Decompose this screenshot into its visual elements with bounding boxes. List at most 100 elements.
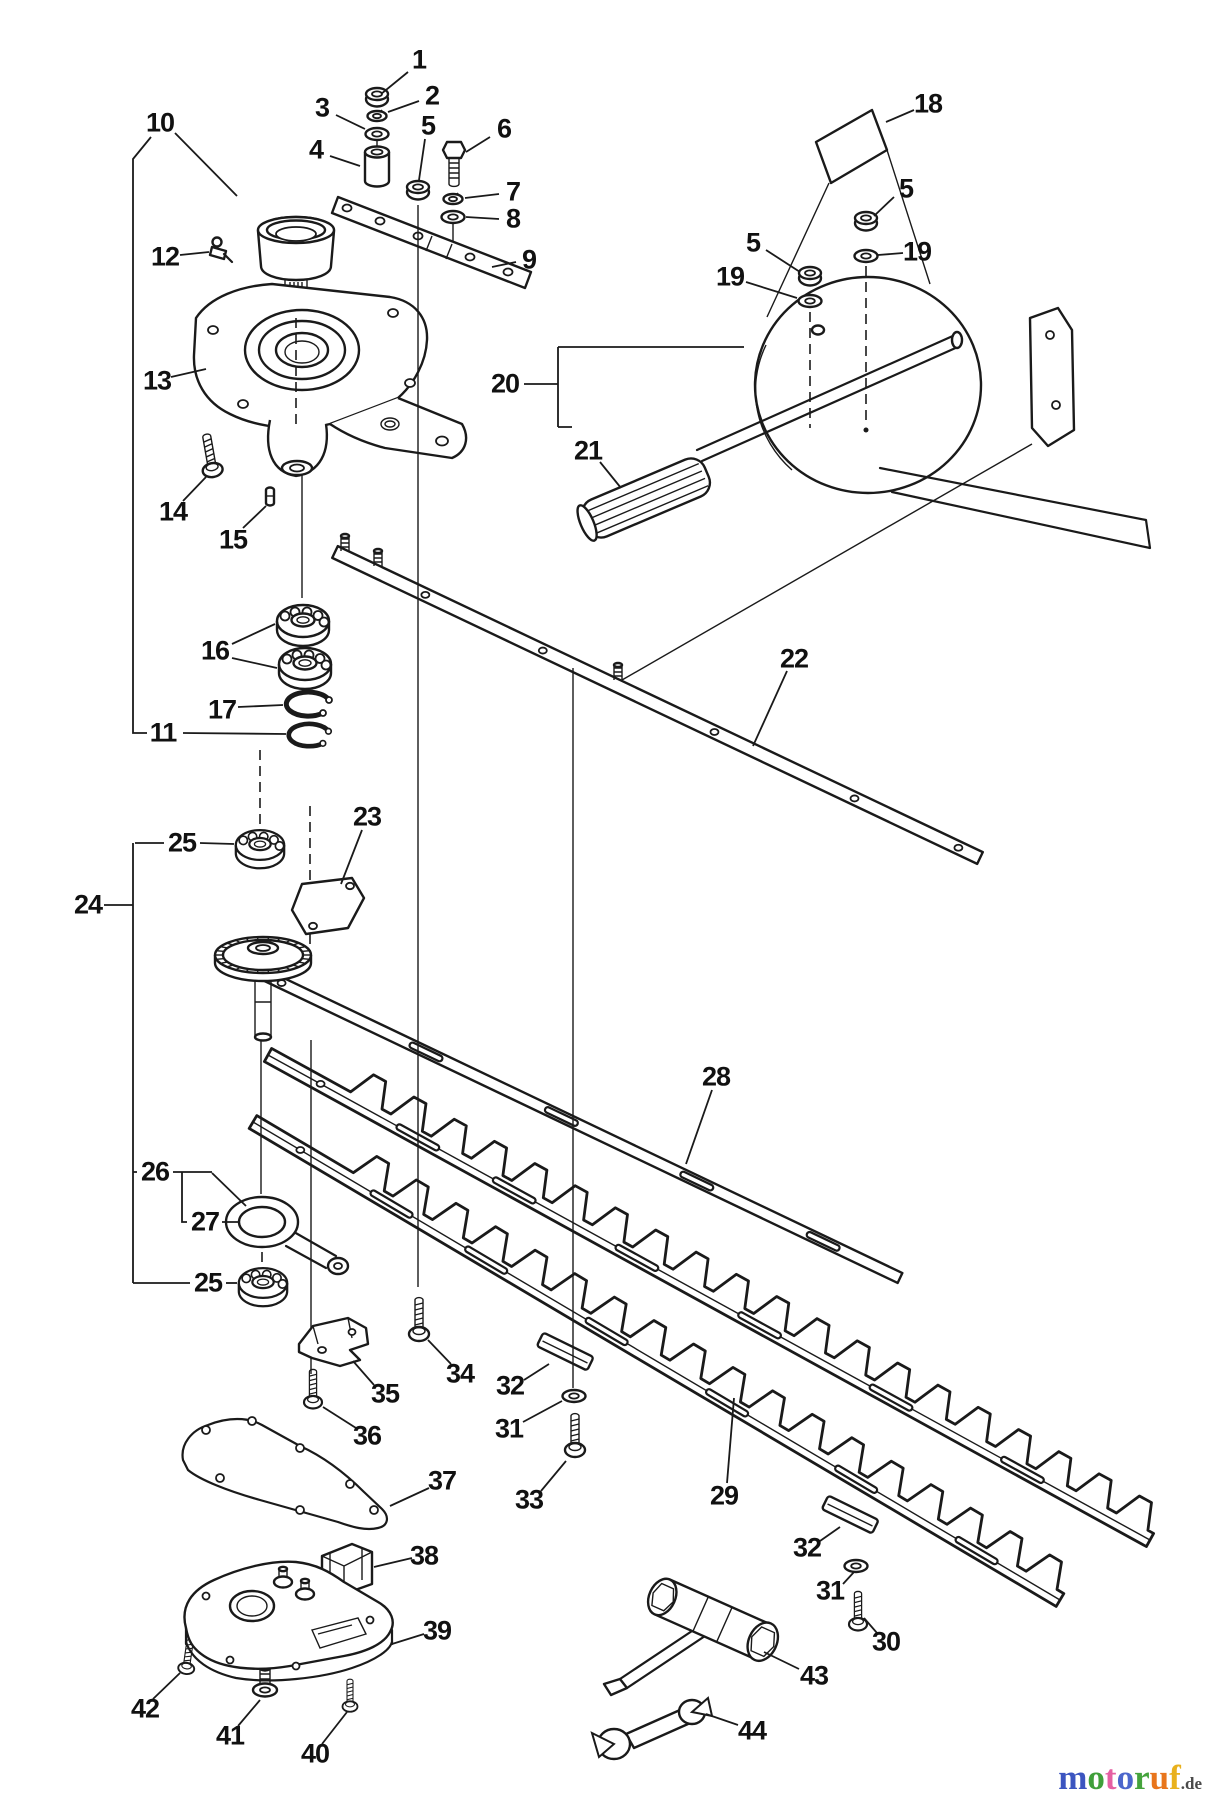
part-nut-5c: [797, 265, 823, 287]
part-bracket-bar-9: [330, 195, 533, 290]
callout-2: 2: [424, 80, 440, 111]
part-clamp-32b: [821, 1495, 879, 1534]
callout-31: 31: [815, 1575, 845, 1606]
part-screw-33: [563, 1412, 587, 1459]
logo-letter: u: [1149, 1758, 1170, 1797]
part-guard-disc-20: [753, 275, 983, 495]
leader-line-38: [373, 1557, 413, 1568]
leader-line-15: [242, 505, 267, 529]
callout-40: 40: [300, 1738, 330, 1769]
leader-line-12: [179, 251, 210, 256]
leader-line-29: [726, 1397, 735, 1484]
leader-line-5: [418, 138, 426, 181]
leader-line-1: [380, 71, 409, 95]
part-gear-housing-13: [192, 282, 468, 478]
part-bearing-25a: [234, 829, 286, 870]
callout-23: 23: [352, 801, 382, 832]
leader-line-4: [329, 155, 361, 167]
part-gasket-37: [181, 1416, 388, 1531]
part-nut-5b: [853, 210, 879, 232]
leader-line-8: [465, 216, 500, 220]
tool-open-wrench-44: [590, 1696, 714, 1761]
callout-30: 30: [871, 1626, 901, 1657]
leader-line-44: [705, 1713, 739, 1726]
leader-line-32: [819, 1526, 841, 1542]
leader-line-10: [174, 132, 238, 197]
logo-letter: m: [1058, 1758, 1088, 1797]
callout-8: 8: [505, 203, 521, 234]
leader-line-2: [387, 100, 420, 113]
callout-32: 32: [495, 1370, 525, 1401]
leader-line-33: [540, 1460, 567, 1492]
leader-line-26: [211, 1172, 247, 1207]
leader-line-36: [322, 1406, 357, 1429]
callout-5: 5: [420, 110, 436, 141]
callout-3: 3: [314, 92, 330, 123]
part-pin-15: [264, 486, 276, 507]
part-screw-30: [847, 1590, 869, 1632]
leader-line-16: [231, 623, 276, 645]
logo-letter: o: [1116, 1758, 1135, 1797]
leader-line-37: [389, 1487, 430, 1507]
leader-line-42: [152, 1672, 181, 1700]
part-handle-mount-bracket: [878, 306, 1152, 550]
callout-25: 25: [167, 827, 197, 858]
part-lock-washer-7: [442, 191, 464, 206]
leader-line-30: [863, 1617, 878, 1634]
callout-24: 24: [73, 889, 103, 920]
callout-27: 27: [190, 1206, 220, 1237]
leader-line-41: [237, 1699, 261, 1727]
leader-line-22: [752, 670, 788, 747]
part-screw-36: [302, 1368, 324, 1410]
callout-28: 28: [701, 1061, 731, 1092]
callout-32: 32: [792, 1532, 822, 1563]
leader-line-5: [765, 249, 801, 273]
leader-line-18: [885, 109, 915, 123]
callout-5: 5: [745, 227, 761, 258]
part-spacer-4: [363, 140, 391, 188]
callout-12: 12: [150, 241, 180, 272]
leader-line-17: [237, 704, 284, 708]
callout-11: 11: [149, 717, 178, 748]
callout-34: 34: [445, 1358, 475, 1389]
callout-29: 29: [709, 1480, 739, 1511]
part-lock-washer-2: [366, 108, 388, 123]
blade-and-bar-set: [246, 544, 1156, 1608]
part-snap-ring-17: [286, 692, 332, 716]
part-screw-40: [341, 1678, 359, 1713]
leader-line-40: [321, 1711, 348, 1745]
part-screw-34: [407, 1296, 431, 1343]
part-washer-3: [364, 126, 390, 142]
part-bottom-cover-39: [183, 1560, 394, 1682]
leader-line-23: [340, 829, 363, 885]
leader-line-9: [491, 261, 517, 268]
part-support-bar-22: [331, 544, 984, 866]
callout-44: 44: [737, 1715, 767, 1746]
callout-1: 1: [411, 44, 427, 75]
leader-line-13: [170, 368, 207, 378]
leader-line-25: [199, 842, 235, 845]
callout-20: 20: [490, 368, 520, 399]
part-clutch-drum-10: [256, 215, 336, 315]
logo-letter: r: [1134, 1758, 1150, 1797]
callout-21: 21: [573, 435, 603, 466]
leader-line-3: [335, 114, 366, 130]
part-bearing-16b: [277, 646, 333, 691]
part-clamp-32a: [536, 1332, 594, 1371]
logo-letter: o: [1087, 1758, 1105, 1797]
leader-line-31: [522, 1400, 563, 1423]
leader-line-5: [873, 196, 895, 217]
bracket-10-11: [132, 136, 152, 734]
part-grease-fitting-12: [208, 236, 234, 264]
leader-line-35: [352, 1360, 375, 1386]
part-washer-8: [440, 209, 466, 225]
part-blade-support-35: [297, 1316, 370, 1368]
leader-line-14: [182, 476, 207, 502]
leader-line-6: [465, 136, 491, 153]
part-nut-5: [405, 179, 431, 201]
leader-line-11: [182, 732, 287, 735]
motoruf-logo: motoruf.de: [1058, 1760, 1202, 1795]
part-bearing-16a: [275, 603, 331, 648]
callout-6: 6: [496, 113, 512, 144]
